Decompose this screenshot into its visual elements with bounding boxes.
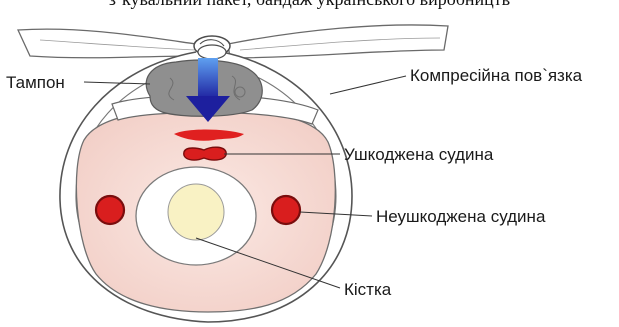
knot-icon xyxy=(194,36,230,59)
bandage-tails xyxy=(18,25,448,58)
bone xyxy=(136,167,256,265)
undamaged-vessel-left xyxy=(96,196,124,224)
undamaged-vessel-right xyxy=(272,196,300,224)
damaged-vessel xyxy=(184,147,226,160)
label-compression-bandage: Компресійна пов`язка xyxy=(410,66,582,86)
label-undamaged-vessel: Неушкоджена судина xyxy=(376,207,545,227)
label-tampon: Тампон xyxy=(6,73,65,93)
label-bone: Кістка xyxy=(344,280,391,300)
label-damaged-vessel: Ушкоджена судина xyxy=(344,145,493,165)
leader-compression xyxy=(330,76,406,94)
